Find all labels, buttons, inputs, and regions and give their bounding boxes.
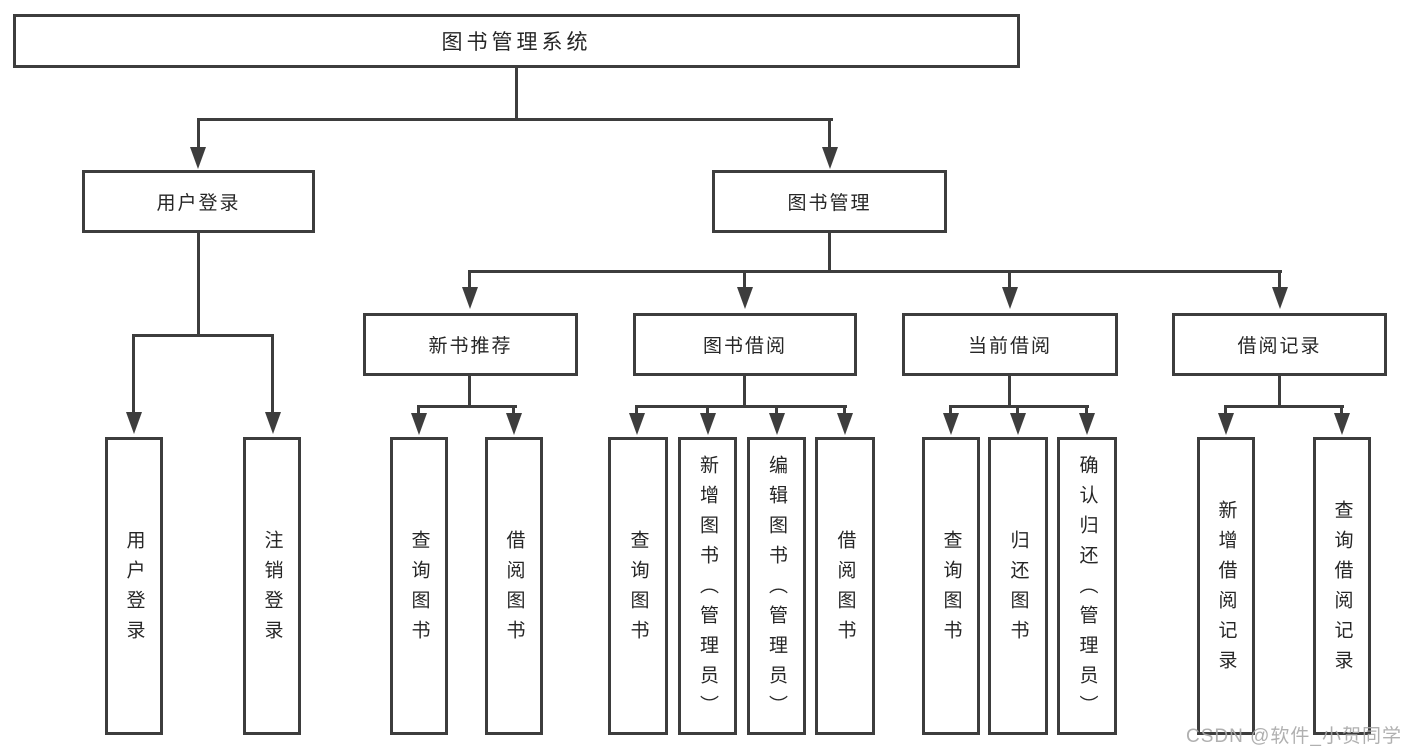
arrowhead-down-icon — [1010, 413, 1026, 435]
connector-new-book-stem — [468, 376, 471, 407]
connector-drop-leaf — [775, 405, 778, 414]
connector-borrow-records-stem — [1278, 376, 1281, 407]
node-user-login: 用户登录 — [82, 170, 315, 233]
csdn-watermark: CSDN @软件_小贺同学 — [1186, 726, 1402, 747]
arrowhead-down-icon — [462, 287, 478, 309]
connector-book-management-rail — [468, 270, 1282, 273]
arrowhead-down-icon — [126, 412, 142, 434]
connector-new-book-rail — [417, 405, 517, 408]
leaf-label: 编辑图书（管理员） — [766, 455, 787, 725]
leaf-add-borrow-record: 新增借阅记录 — [1197, 437, 1255, 735]
connector-root-rail — [197, 118, 833, 121]
arrowhead-down-icon — [629, 413, 645, 435]
leaf-label: 确认归还（管理员） — [1076, 455, 1098, 725]
leaf-query-book-borrow: 查询图书 — [608, 437, 668, 735]
leaf-label: 归还图书 — [1007, 530, 1029, 650]
leaf-label: 借阅图书 — [834, 530, 856, 650]
connector-drop-new-book — [468, 270, 471, 288]
leaf-label: 注销登录 — [261, 530, 283, 650]
connector-current-borrow-stem — [1008, 376, 1011, 407]
node-current-borrow: 当前借阅 — [902, 313, 1118, 376]
node-label: 新书推荐 — [428, 336, 513, 357]
leaf-label: 新增图书（管理员） — [697, 455, 718, 725]
leaf-confirm-return-admin: 确认归还（管理员） — [1057, 437, 1117, 735]
leaf-label: 查询图书 — [627, 530, 649, 650]
node-label: 图书管理系统 — [441, 31, 592, 54]
leaf-borrow-book: 借阅图书 — [815, 437, 875, 735]
arrowhead-down-icon — [737, 287, 753, 309]
connector-drop-leaf — [843, 405, 846, 414]
leaf-user-login: 用户登录 — [105, 437, 163, 735]
leaf-borrow-book-recommend: 借阅图书 — [485, 437, 543, 735]
leaf-label: 新增借阅记录 — [1215, 500, 1237, 680]
connector-book-management-stem — [828, 233, 831, 273]
arrowhead-down-icon — [700, 413, 716, 435]
arrowhead-down-icon — [1218, 413, 1234, 435]
connector-drop-leaf — [1085, 405, 1088, 414]
connector-drop-current-borrow — [1008, 270, 1011, 288]
arrowhead-down-icon — [1079, 413, 1095, 435]
node-label: 借阅记录 — [1237, 336, 1322, 357]
leaf-label: 查询图书 — [408, 530, 430, 650]
connector-drop-leaf — [1016, 405, 1019, 414]
connector-book-borrow-stem — [743, 376, 746, 407]
connector-drop-book-borrow — [743, 270, 746, 288]
arrowhead-down-icon — [1334, 413, 1350, 435]
connector-drop-leaf — [949, 405, 952, 414]
node-book-management-system: 图书管理系统 — [13, 14, 1020, 68]
arrowhead-down-icon — [190, 147, 206, 169]
arrowhead-down-icon — [411, 413, 427, 435]
connector-drop-book-management — [828, 118, 831, 148]
arrowhead-down-icon — [506, 413, 522, 435]
node-borrow-records: 借阅记录 — [1172, 313, 1387, 376]
arrowhead-down-icon — [265, 412, 281, 434]
connector-drop-user-login — [197, 118, 200, 148]
node-book-management: 图书管理 — [712, 170, 947, 233]
connector-drop-leaf — [706, 405, 709, 414]
leaf-query-book-recommend: 查询图书 — [390, 437, 448, 735]
arrowhead-down-icon — [943, 413, 959, 435]
leaf-logout-login: 注销登录 — [243, 437, 301, 735]
leaf-add-book-admin: 新增图书（管理员） — [678, 437, 737, 735]
connector-drop-leaf — [271, 334, 274, 412]
connector-user-login-rail — [132, 334, 274, 337]
connector-borrow-records-rail — [1224, 405, 1344, 408]
arrowhead-down-icon — [1272, 287, 1288, 309]
connector-drop-leaf — [635, 405, 638, 414]
arrowhead-down-icon — [822, 147, 838, 169]
leaf-label: 用户登录 — [123, 530, 145, 650]
node-label: 用户登录 — [156, 193, 241, 214]
leaf-query-book-current: 查询图书 — [922, 437, 980, 735]
leaf-label: 借阅图书 — [503, 530, 525, 650]
node-label: 当前借阅 — [967, 336, 1052, 357]
node-label: 图书借阅 — [702, 336, 787, 357]
connector-drop-leaf — [1340, 405, 1343, 414]
connector-current-borrow-rail — [949, 405, 1089, 408]
connector-root-stem — [515, 68, 518, 120]
connector-book-borrow-rail — [635, 405, 847, 408]
leaf-label: 查询图书 — [940, 530, 962, 650]
node-new-book-recommend: 新书推荐 — [363, 313, 578, 376]
leaf-label: 查询借阅记录 — [1331, 500, 1353, 680]
leaf-return-book: 归还图书 — [988, 437, 1048, 735]
arrowhead-down-icon — [837, 413, 853, 435]
node-label: 图书管理 — [787, 193, 872, 214]
leaf-query-borrow-record: 查询借阅记录 — [1313, 437, 1371, 735]
arrowhead-down-icon — [769, 413, 785, 435]
arrowhead-down-icon — [1002, 287, 1018, 309]
connector-user-login-stem — [197, 233, 200, 337]
leaf-edit-book-admin: 编辑图书（管理员） — [747, 437, 806, 735]
connector-drop-leaf — [512, 405, 515, 414]
connector-drop-borrow-records — [1278, 270, 1281, 288]
node-book-borrow: 图书借阅 — [633, 313, 857, 376]
connector-drop-leaf — [132, 334, 135, 412]
connector-drop-leaf — [1224, 405, 1227, 414]
connector-drop-leaf — [417, 405, 420, 414]
